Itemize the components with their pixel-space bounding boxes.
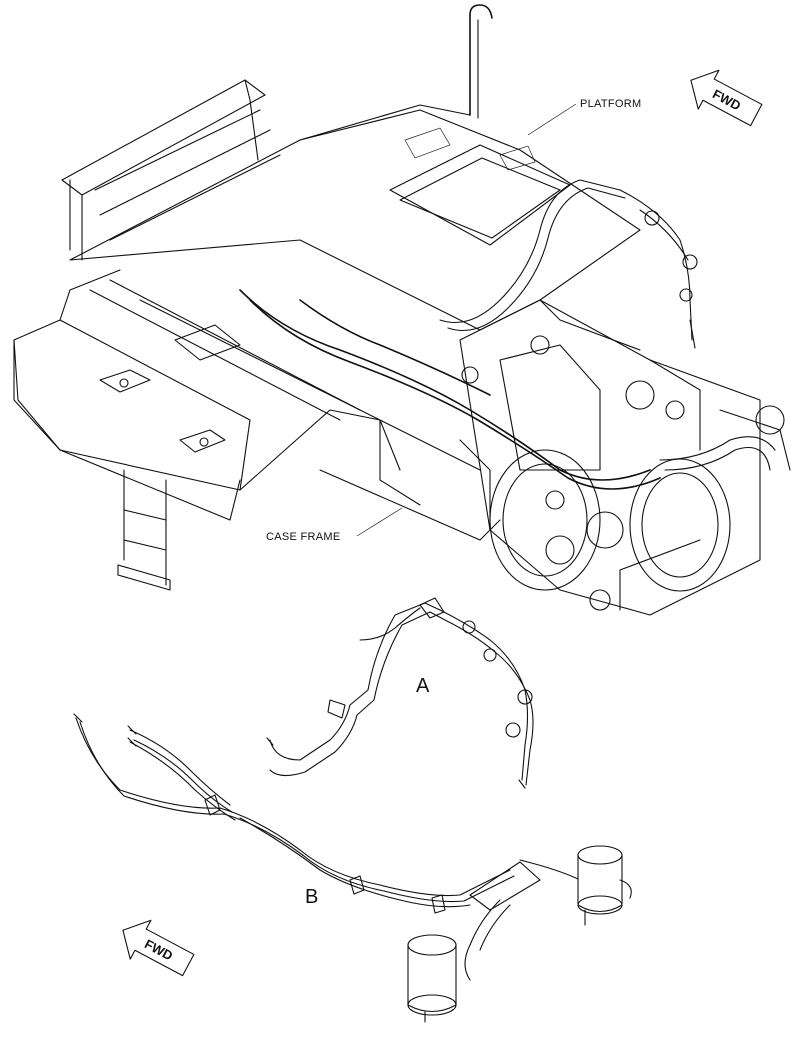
fwd-arrow-top-icon: FWD	[690, 69, 763, 127]
fwd-arrow-bottom-icon: FWD	[122, 919, 195, 977]
platform-label: PLATFORM	[580, 98, 641, 110]
view-b-label: B	[305, 886, 318, 908]
fwd-top-label: FWD	[710, 86, 743, 113]
view-a-label: A	[416, 675, 430, 697]
platform-leader-line	[527, 103, 577, 136]
case-frame-label: CASE FRAME	[266, 531, 341, 543]
case-frame-assembly	[13, 4, 791, 616]
fwd-bottom-label: FWD	[142, 936, 175, 963]
hose-assembly-b	[73, 713, 632, 1023]
case-frame-leader-line	[356, 507, 403, 537]
hose-assembly-a	[266, 597, 534, 789]
